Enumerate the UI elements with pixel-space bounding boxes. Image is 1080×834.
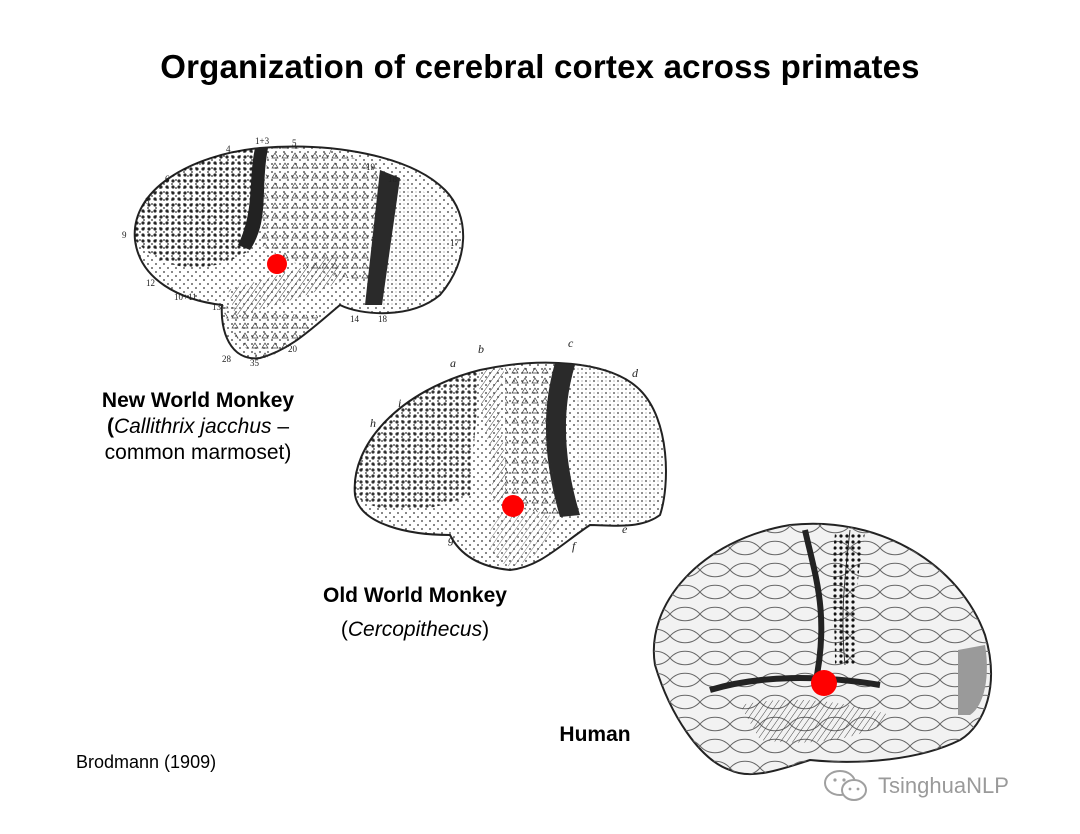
wechat-icon bbox=[822, 768, 870, 804]
svg-text:i: i bbox=[398, 396, 401, 410]
new-world-monkey-scientific-name: (Callithrix jacchus – bbox=[78, 414, 318, 440]
svg-text:20: 20 bbox=[288, 344, 298, 354]
human-brain-diagram bbox=[640, 515, 1000, 785]
svg-text:7: 7 bbox=[328, 146, 333, 156]
old-world-monkey-label: Old World Monkey (Cercopithecus) bbox=[300, 583, 530, 643]
svg-text:c: c bbox=[568, 336, 574, 350]
page-title: Organization of cerebral cortex across p… bbox=[0, 48, 1080, 86]
svg-text:18: 18 bbox=[378, 314, 388, 324]
human-marker-dot bbox=[811, 670, 837, 696]
svg-text:13: 13 bbox=[212, 302, 222, 312]
svg-text:35: 35 bbox=[250, 358, 260, 368]
new-world-monkey-label: New World Monkey (Callithrix jacchus – c… bbox=[78, 388, 318, 466]
svg-text:4: 4 bbox=[226, 144, 231, 154]
svg-text:e: e bbox=[622, 522, 628, 536]
svg-text:28: 28 bbox=[222, 354, 232, 364]
old-world-monkey-marker-dot bbox=[502, 495, 524, 517]
svg-text:8: 8 bbox=[145, 196, 150, 206]
marmoset-brain-diagram: 4 1+3 5 7 6 8 9 19 18 17 12 10+11 13 14 18 20 28 35 bbox=[110, 130, 480, 370]
svg-text:g: g bbox=[448, 532, 454, 546]
new-world-monkey-common-name: common marmoset) bbox=[78, 440, 318, 466]
old-world-monkey-scientific-name: (Cercopithecus) bbox=[300, 617, 530, 643]
svg-text:12: 12 bbox=[146, 278, 155, 288]
svg-text:d: d bbox=[632, 366, 639, 380]
watermark: TsinghuaNLP bbox=[822, 768, 1009, 804]
watermark-text: TsinghuaNLP bbox=[878, 773, 1009, 799]
svg-text:b: b bbox=[478, 342, 484, 356]
old-world-monkey-name: Old World Monkey bbox=[300, 583, 530, 609]
svg-text:1+3: 1+3 bbox=[255, 136, 270, 146]
citation-credit: Brodmann (1909) bbox=[76, 752, 216, 773]
human-label: Human bbox=[540, 722, 650, 748]
svg-text:9: 9 bbox=[122, 230, 127, 240]
svg-text:17: 17 bbox=[450, 238, 460, 248]
new-world-monkey-name: New World Monkey bbox=[78, 388, 318, 414]
svg-text:a: a bbox=[450, 356, 456, 370]
svg-text:14: 14 bbox=[350, 314, 360, 324]
svg-text:18: 18 bbox=[388, 174, 398, 184]
svg-text:10+11: 10+11 bbox=[174, 292, 197, 302]
human-name: Human bbox=[540, 722, 650, 748]
svg-text:19: 19 bbox=[366, 162, 376, 172]
old-world-monkey-brain-diagram: a b c d i h g f e bbox=[340, 335, 680, 585]
marmoset-marker-dot bbox=[267, 254, 287, 274]
svg-text:f: f bbox=[572, 539, 577, 553]
svg-text:h: h bbox=[370, 416, 376, 430]
svg-text:5: 5 bbox=[292, 138, 297, 148]
svg-text:6: 6 bbox=[165, 174, 170, 184]
